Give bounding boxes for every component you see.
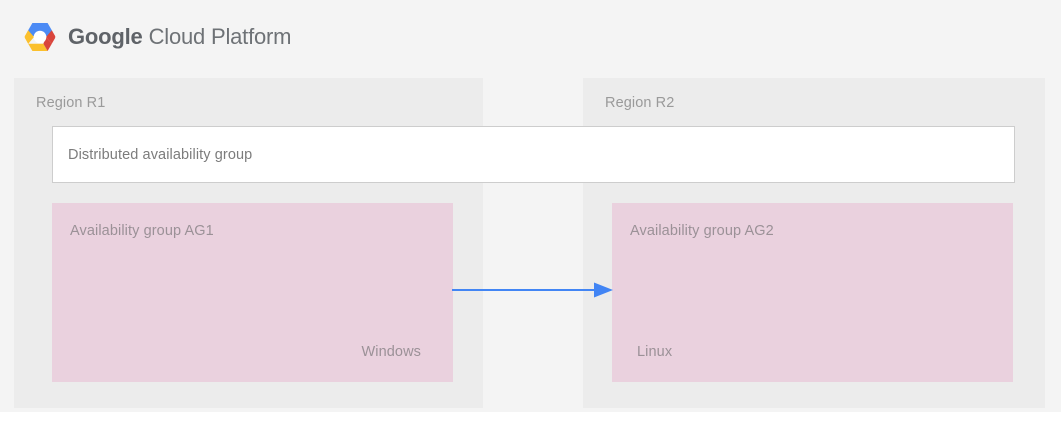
region-label-r1: Region R1 [36, 95, 106, 111]
os-label-windows: Windows [361, 344, 421, 360]
availability-group-box-ag2: Availability group AG2 Linux [612, 203, 1013, 382]
availability-group-title-ag1: Availability group AG1 [70, 223, 214, 239]
availability-group-title-ag2: Availability group AG2 [630, 223, 774, 239]
logo-word-google: Google [68, 24, 143, 49]
region-label-r2: Region R2 [605, 95, 675, 111]
availability-group-box-ag1: Availability group AG1 Windows [52, 203, 453, 382]
distributed-availability-group-label: Distributed availability group [68, 146, 253, 163]
google-cloud-hexagon-icon [24, 23, 56, 51]
logo-word-cloud-platform: Cloud Platform [148, 24, 292, 49]
distributed-availability-group-band: Distributed availability group [52, 126, 1015, 183]
os-label-linux: Linux [637, 344, 673, 360]
replication-arrow-right-icon [452, 282, 613, 298]
